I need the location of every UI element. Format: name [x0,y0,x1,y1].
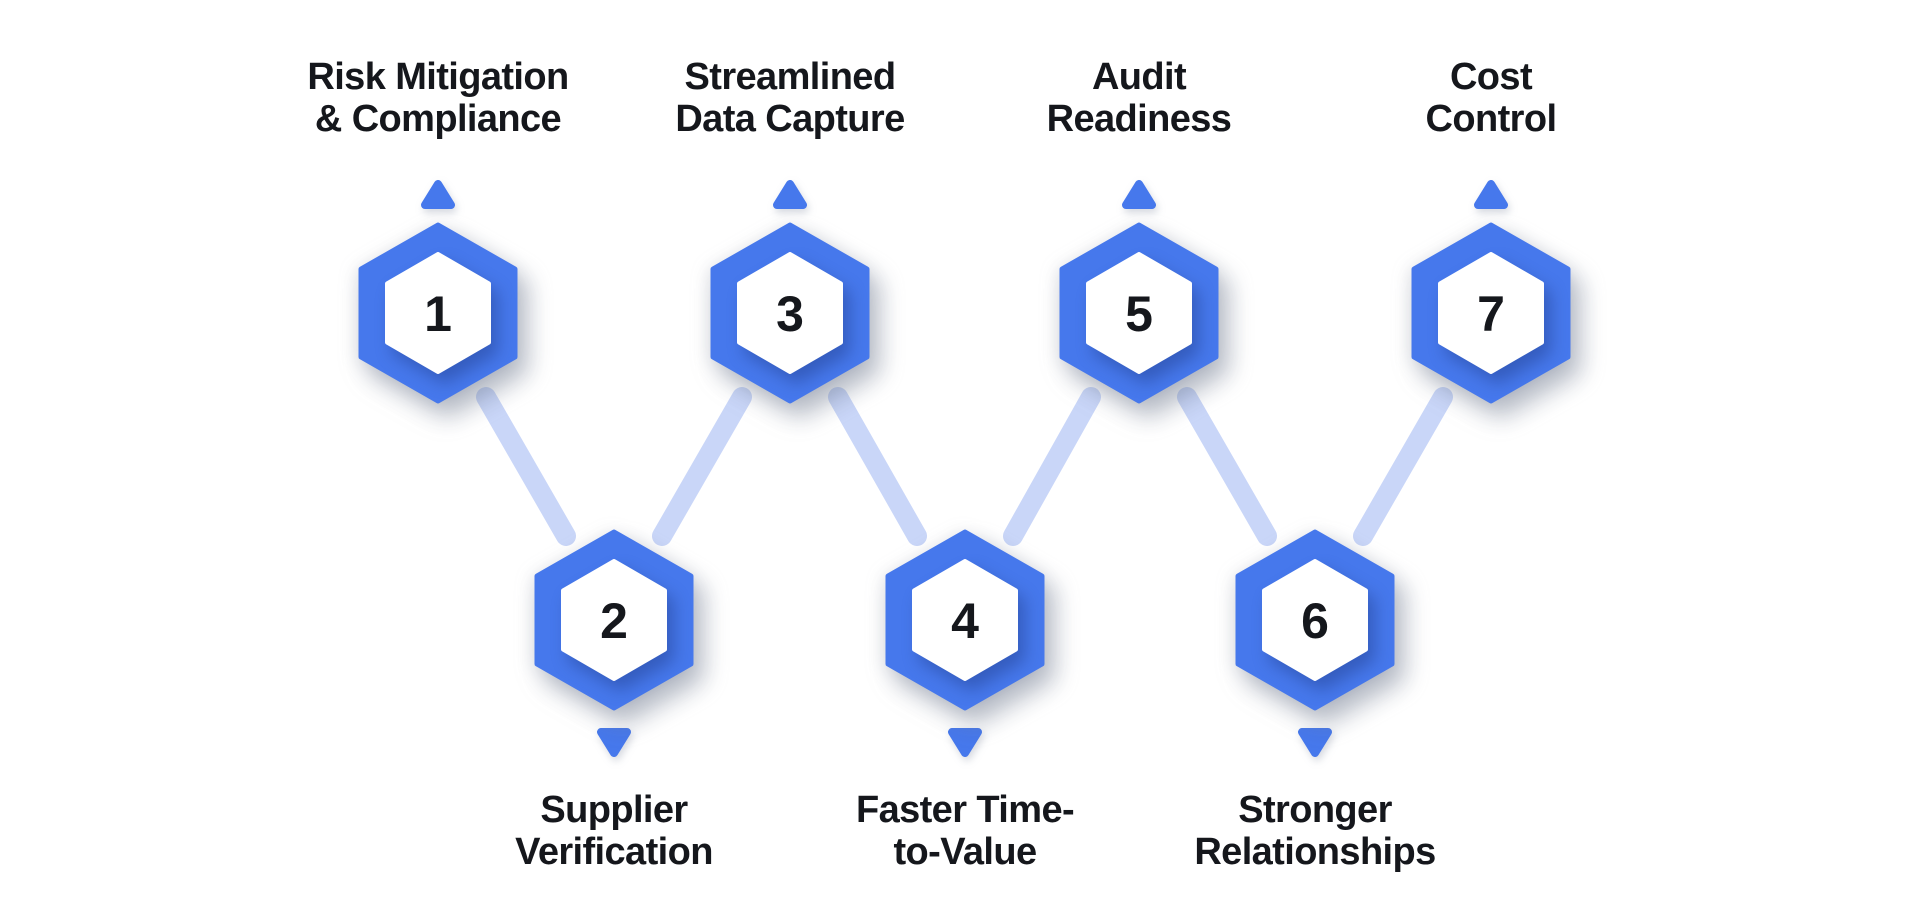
hexagon-center [1438,252,1544,374]
hexagon-center [561,559,667,681]
connector-line-5-6 [1177,387,1277,546]
label-line: Audit [1091,56,1187,98]
hexagon-node-3: 3 [685,203,895,423]
hexagon-center [1262,559,1368,681]
hexagon-node-6: 6 [1210,510,1420,730]
arrow-down-icon [1298,728,1332,757]
node-number: 7 [1477,286,1505,342]
node-number: 1 [424,286,452,342]
label-stronger-relationships: Stronger Relationships [1125,789,1505,873]
label-line: Streamlined [684,56,897,98]
hexagon-center [1086,252,1192,374]
label-line: Supplier [540,789,688,831]
connector-line-3-4 [828,387,927,546]
label-line: Readiness [1046,98,1232,140]
hexagon-node-2: 2 [509,510,719,730]
connector-line-7-6 [1353,387,1453,546]
label-risk-mitigation-compliance: Risk Mitigation & Compliance [248,56,628,140]
arrow-down-icon [948,728,982,757]
node-number: 3 [776,286,804,342]
arrow-up-icon [1474,180,1508,209]
label-line: Risk Mitigation [307,56,569,98]
label-line: Cost [1449,56,1533,98]
label-line: Stronger [1238,789,1392,831]
arrow-up-icon [773,180,807,209]
hexagon-center [385,252,491,374]
label-faster-time-to-value: Faster Time- to-Value [775,789,1155,873]
label-line: Data Capture [675,98,905,140]
node-number: 5 [1125,286,1153,342]
label-audit-readiness: Audit Readiness [949,56,1329,140]
connector-line-5-4 [1003,387,1101,546]
node-number: 6 [1301,593,1329,649]
hexagon-node-4: 4 [860,510,1070,730]
connector-line-1-2 [476,387,576,546]
label-line: & Compliance [314,98,562,140]
label-line: Verification [515,831,713,873]
label-cost-control: Cost Control [1301,56,1681,140]
hexagon-center [737,252,843,374]
label-line: Faster Time- [855,789,1075,831]
arrow-up-icon [1122,180,1156,209]
label-line: Control [1425,98,1557,140]
label-line: to-Value [893,831,1037,873]
hexagon-node-1: 1 [333,203,543,423]
arrow-down-icon [597,728,631,757]
connector-line-3-2 [652,387,752,546]
node-number: 2 [600,593,628,649]
label-line: Relationships [1194,831,1436,873]
label-streamlined-data-capture: Streamlined Data Capture [600,56,980,140]
hexagon-node-7: 7 [1386,203,1596,423]
arrow-up-icon [421,180,455,209]
hexagon-center [912,559,1018,681]
label-supplier-verification: Supplier Verification [424,789,804,873]
hexagon-node-5: 5 [1034,203,1244,423]
node-number: 4 [951,593,979,649]
